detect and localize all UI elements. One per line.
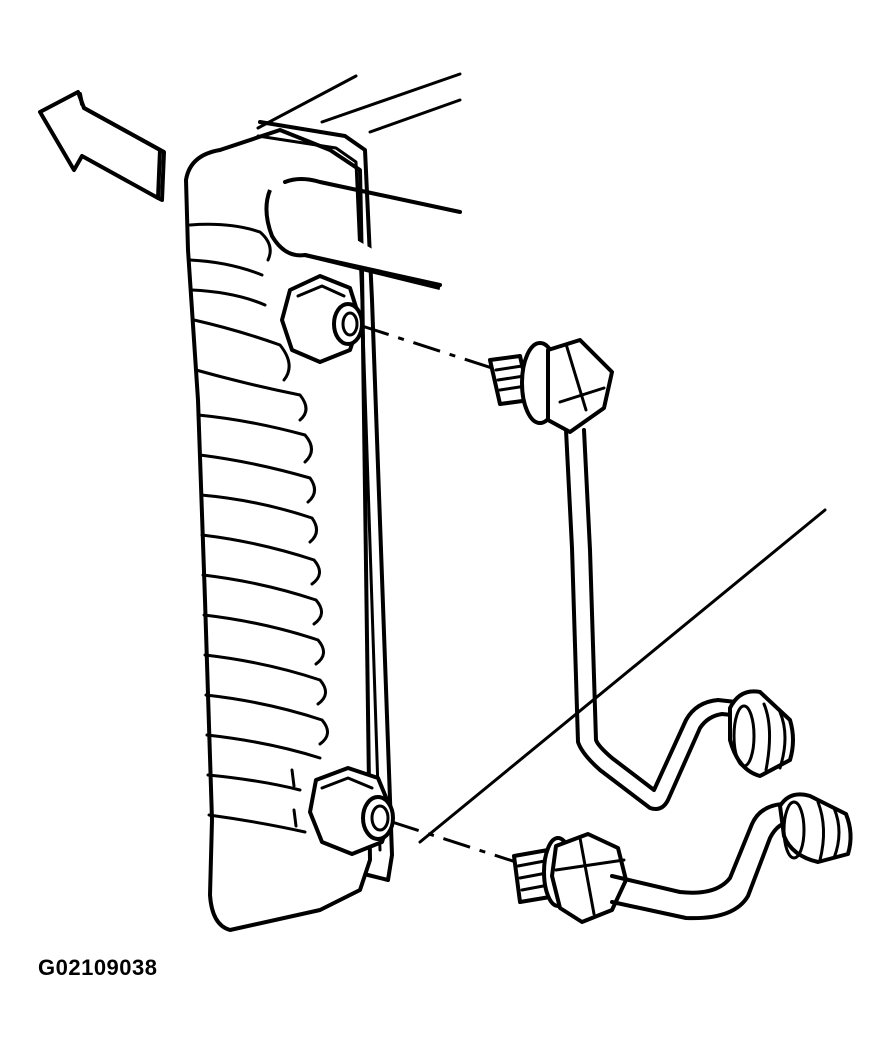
upper-alignment-line	[361, 324, 493, 370]
lower-fitting-nut-icon	[308, 766, 395, 856]
tank-ribs	[188, 222, 329, 834]
upper-cooler-line	[488, 338, 795, 811]
lower-alignment-line	[391, 820, 523, 866]
background-lines	[256, 72, 827, 844]
figure-code: G02109038	[38, 955, 158, 980]
lower-cooler-line	[512, 792, 853, 924]
direction-arrow-icon	[38, 90, 166, 202]
upper-fitting-nut-icon	[280, 274, 364, 364]
